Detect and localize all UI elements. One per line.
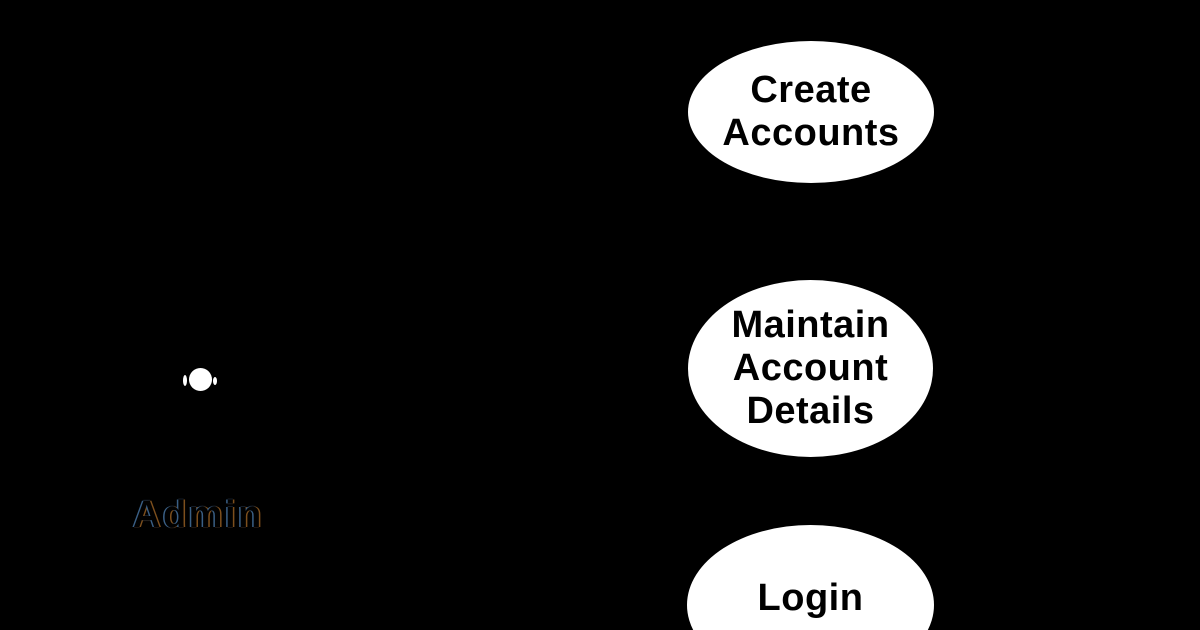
use-case-label-line: Accounts <box>722 112 900 154</box>
actor-head-edge-artifact-right <box>213 377 217 385</box>
use-case-label-line: Login <box>757 576 864 619</box>
actor-head-edge-artifact-left <box>183 375 187 386</box>
use-case-text: Login <box>758 577 864 630</box>
use-case-text: Maintain Account Details <box>731 304 889 433</box>
use-case-login: Login <box>687 525 934 630</box>
use-case-create-accounts: Create Accounts <box>688 41 934 183</box>
use-case-label-line: Details <box>746 390 875 432</box>
use-case-label-line: Account <box>732 347 889 389</box>
use-case-maintain-account-details: Maintain Account Details <box>688 280 933 457</box>
actor-head <box>189 368 212 391</box>
use-case-label-line: Create <box>750 69 872 111</box>
use-case-label-line: Maintain <box>731 304 890 346</box>
actor-label-admin: Admin <box>133 494 264 536</box>
use-case-text: Create Accounts <box>722 69 899 155</box>
